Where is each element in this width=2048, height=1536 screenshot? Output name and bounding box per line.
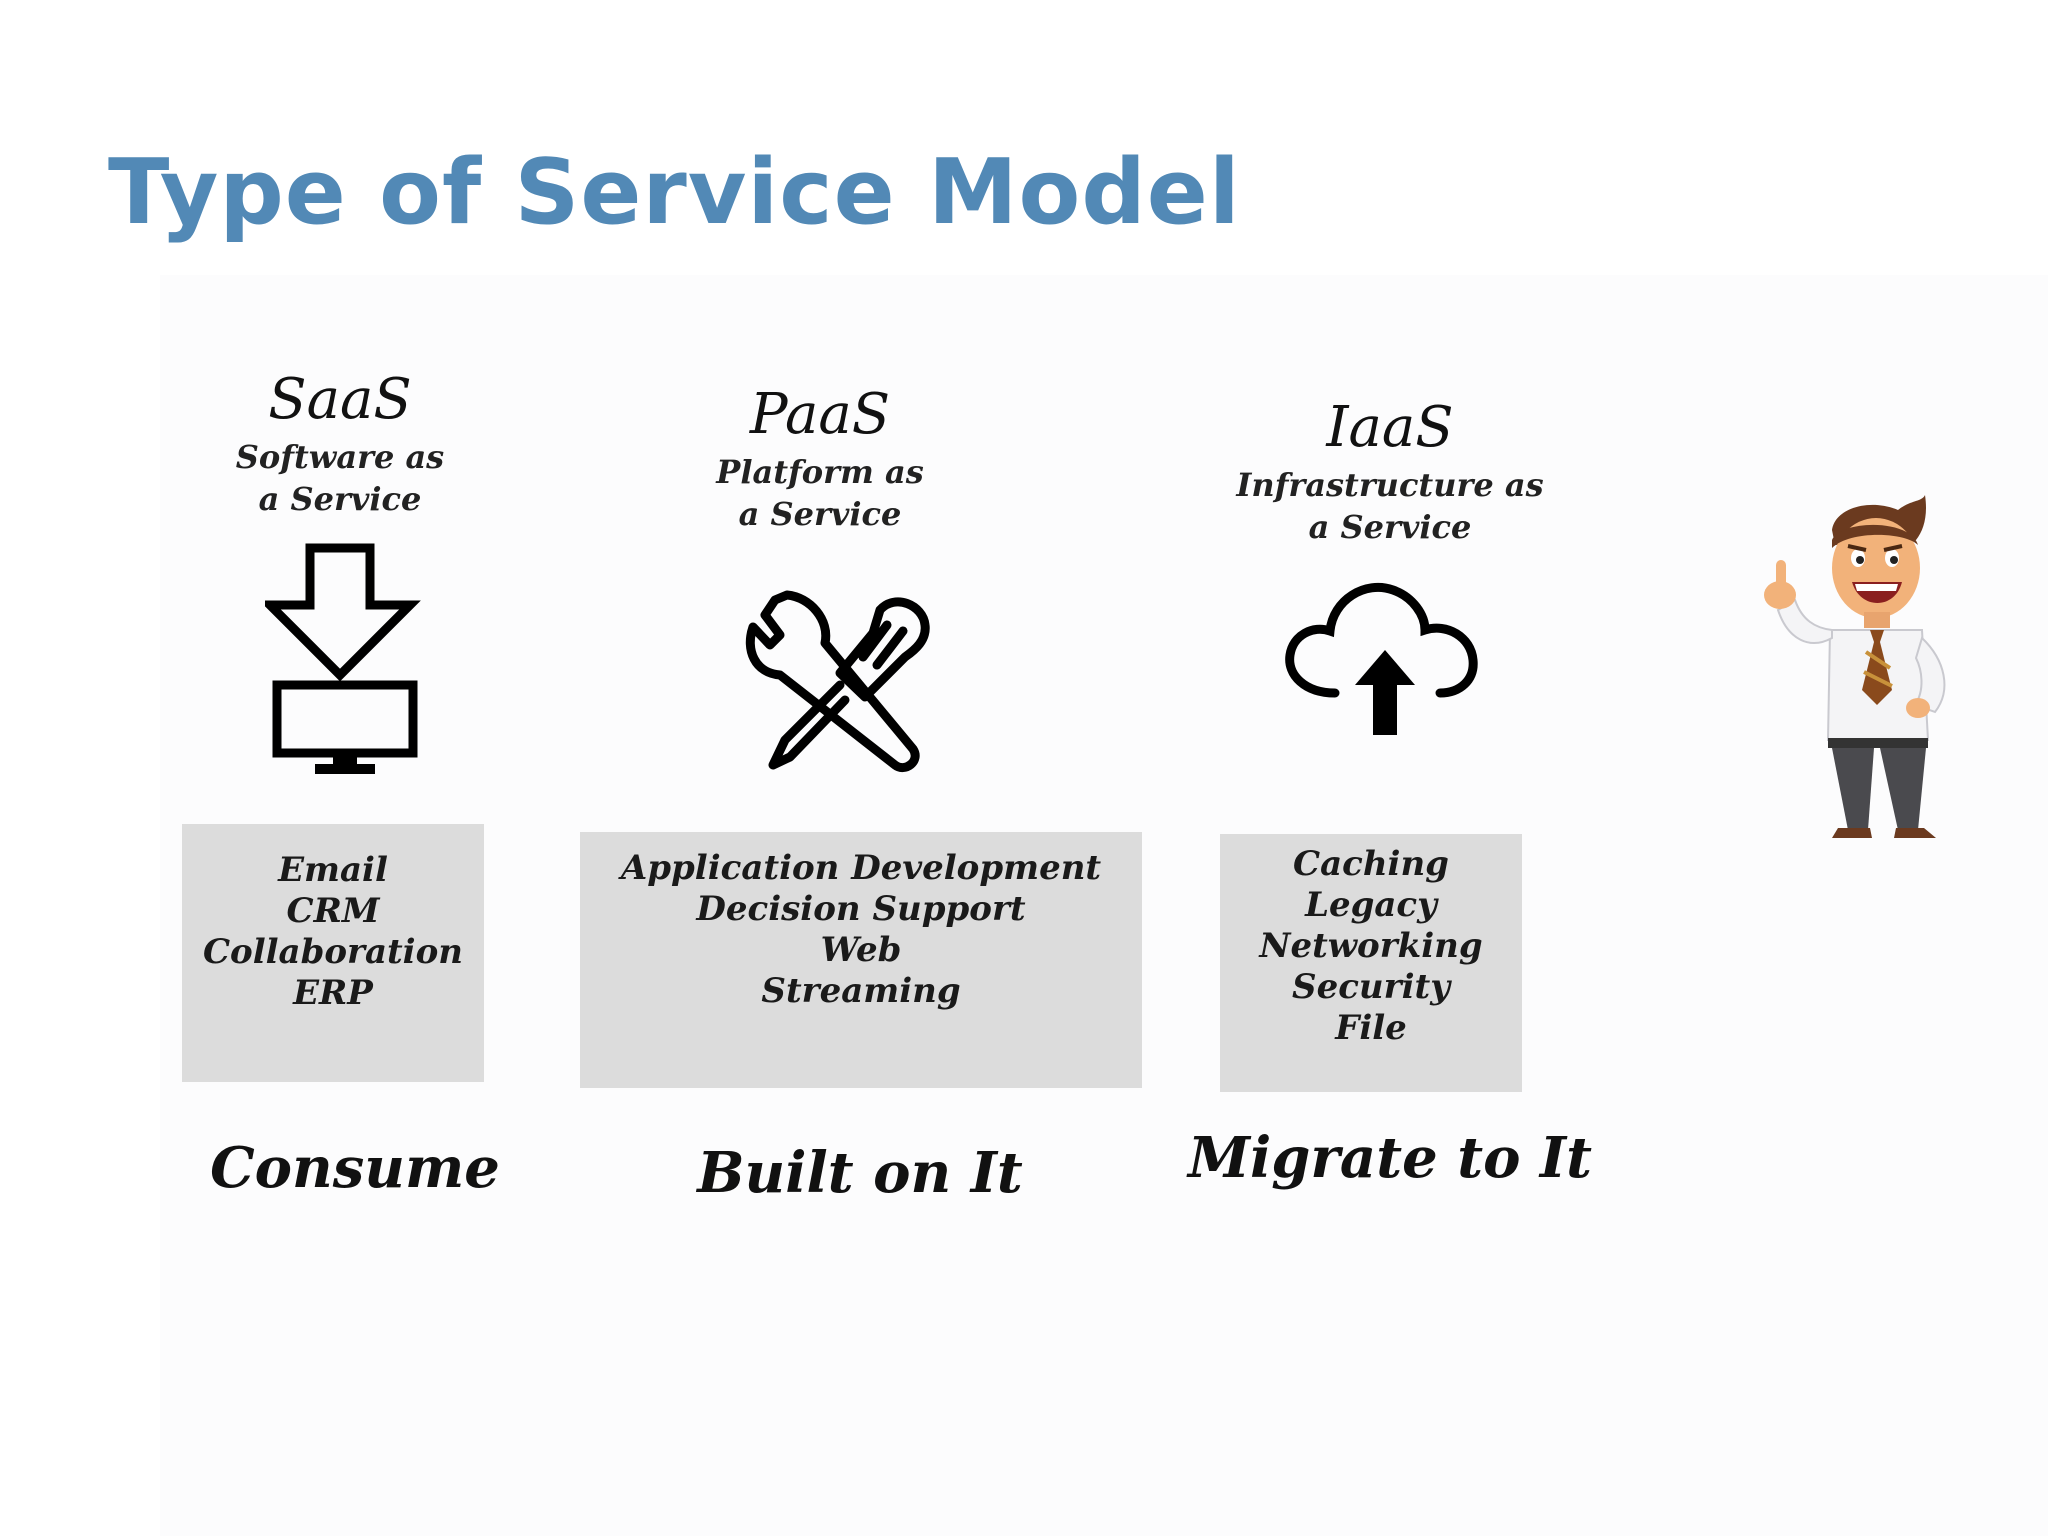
paas-title: PaaS bbox=[749, 382, 891, 447]
iaas-subtitle: Infrastructure as a Service bbox=[1236, 466, 1544, 546]
list-item: Legacy bbox=[1305, 885, 1437, 925]
saas-subtitle: Software as a Service bbox=[235, 438, 445, 518]
list-item: Networking bbox=[1259, 926, 1483, 966]
saas-title: SaaS bbox=[268, 367, 412, 432]
list-item: Collaboration bbox=[202, 932, 463, 972]
list-item: ERP bbox=[293, 973, 373, 1013]
list-item: Web bbox=[820, 930, 902, 970]
list-item: Application Development bbox=[620, 848, 1102, 888]
list-item: File bbox=[1335, 1008, 1407, 1048]
businessman-thumbs-up-icon bbox=[1740, 490, 1980, 844]
saas-verb: Consume bbox=[210, 1135, 500, 1201]
paas-subtitle: Platform as a Service bbox=[716, 453, 924, 533]
list-item: Security bbox=[1292, 967, 1450, 1007]
list-item: Decision Support bbox=[696, 889, 1026, 929]
list-item: CRM bbox=[286, 891, 380, 931]
page-title: Type of Service Model bbox=[108, 140, 1241, 245]
paas-column: PaaS Platform as a Service bbox=[680, 385, 960, 585]
wrench-screwdriver-icon bbox=[745, 585, 945, 789]
iaas-examples-box: Caching Legacy Networking Security File bbox=[1220, 834, 1522, 1092]
iaas-column: IaaS Infrastructure as a Service bbox=[1180, 398, 1600, 598]
paas-examples-box: Application Development Decision Support… bbox=[580, 832, 1142, 1088]
iaas-verb: Migrate to It bbox=[1188, 1125, 1592, 1191]
paas-verb: Built on It bbox=[697, 1140, 1023, 1206]
iaas-title: IaaS bbox=[1326, 395, 1454, 460]
list-item: Streaming bbox=[761, 971, 961, 1011]
list-item: Email bbox=[278, 850, 388, 890]
download-to-monitor-icon bbox=[259, 540, 425, 784]
saas-examples-box: Email CRM Collaboration ERP bbox=[182, 824, 484, 1082]
list-item: Caching bbox=[1293, 844, 1449, 884]
saas-column: SaaS Software as a Service bbox=[190, 370, 490, 1370]
cloud-upload-icon bbox=[1275, 575, 1495, 754]
